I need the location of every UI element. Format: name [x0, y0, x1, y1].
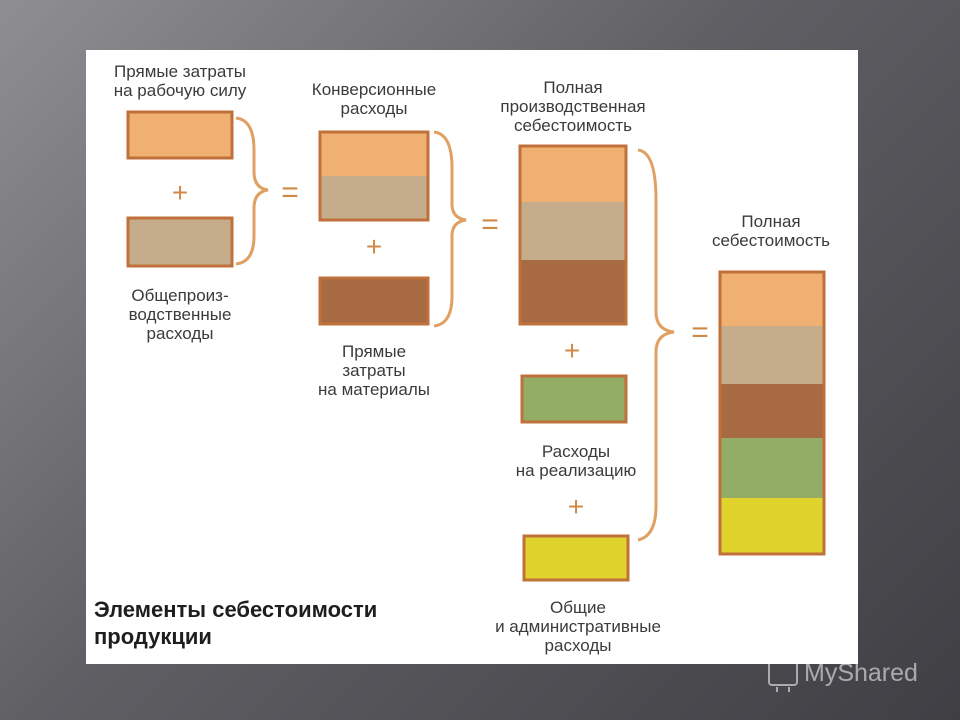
box-full-selling [720, 438, 824, 498]
label-conversion: Конверсионные расходы [311, 80, 437, 118]
box-full-labor [720, 272, 824, 326]
box-conversion-labor [320, 132, 428, 176]
box-full-overhead [720, 326, 824, 384]
watermark-logo: MyShared [768, 655, 918, 692]
equals-operator-1: = [281, 176, 299, 209]
slide-canvas: + = + = + + = Прямые затраты на рабочую … [86, 50, 858, 664]
bracket-3 [637, 148, 675, 542]
label-full-production-cost: Полная производственная себестоимость [500, 78, 646, 135]
bracket-1 [235, 116, 269, 266]
box-conversion-overhead [320, 176, 428, 220]
label-selling-expenses: Расходы на реализацию [515, 442, 637, 480]
label-direct-materials: Прямые затраты на материалы [318, 342, 430, 399]
box-overhead [126, 216, 234, 268]
plus-operator-1: + [172, 177, 188, 208]
plus-operator-2: + [366, 231, 382, 262]
label-overhead: Общепроиз- водственные расходы [128, 286, 232, 343]
plus-operator-3: + [564, 335, 580, 366]
box-conversion-outline [318, 130, 430, 222]
box-direct-labor [126, 110, 234, 160]
box-admin-expenses [522, 534, 630, 582]
bracket-2 [433, 130, 467, 328]
presentation-board-icon [768, 660, 798, 692]
label-full-cost: Полная себестоимость [711, 212, 831, 250]
box-production-overhead [520, 202, 626, 260]
watermark-text: MyShared [804, 658, 918, 687]
box-selling-expenses [520, 374, 628, 424]
box-production-materials [520, 260, 626, 324]
label-direct-labor: Прямые затраты на рабочую силу [113, 62, 247, 100]
equals-operator-3: = [691, 316, 709, 349]
box-production-outline [518, 144, 628, 326]
box-full-admin [720, 498, 824, 554]
cost-diagram: + = + = + + = [126, 110, 826, 582]
box-full-outline [718, 270, 826, 556]
plus-operator-4: + [568, 491, 584, 522]
box-production-labor [520, 146, 626, 202]
box-direct-materials [318, 276, 430, 326]
box-full-materials [720, 384, 824, 438]
diagram-title: Элементы себестоимости продукции [94, 597, 378, 649]
equals-operator-2: = [481, 208, 499, 241]
label-admin-expenses: Общие и административные расходы [495, 598, 661, 655]
